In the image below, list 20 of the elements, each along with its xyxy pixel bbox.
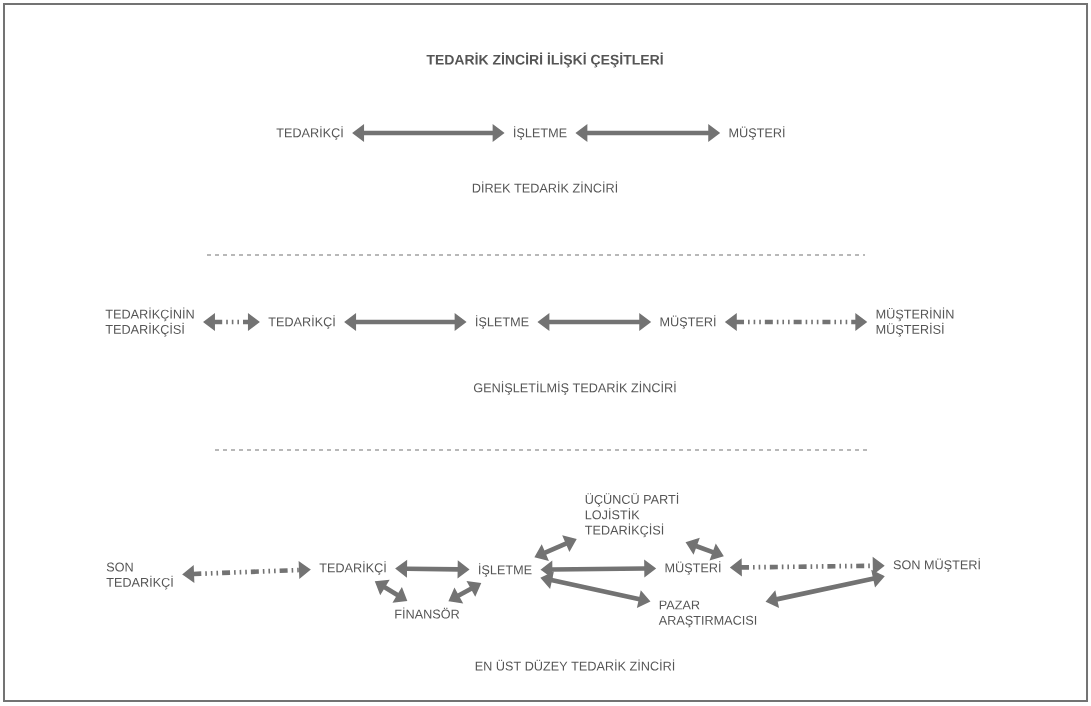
node-label: FİNANSÖR [395,607,460,619]
node-label: TEDARİKÇİ [276,126,343,140]
node-label: SON MÜŞTERİ [893,558,980,572]
node-label: İŞLETME [514,126,567,140]
node-label: TEDARİKÇİNİN TEDARİKÇİSİ [105,307,194,337]
section-caption: DİREK TEDARİK ZİNCİRİ [472,181,617,193]
node-label: MÜŞTERİ [660,315,716,329]
node-label: MÜŞTERİ [729,126,785,140]
section-caption: GENİŞLETİLMİŞ TEDARİK ZİNCİRİ [473,381,676,395]
section-caption: EN ÜST DÜZEY TEDARİK ZİNCİRİ [475,659,675,671]
node-label: İŞLETME [476,315,529,329]
title: TEDARİK ZİNCİRİ İLİŞKİ ÇEŞİTLERİ [426,52,663,68]
node-label: MÜŞTERİNİN MÜŞTERİSİ [876,307,954,337]
node-label: MÜŞTERİ [665,561,721,575]
node-label: TEDARİKÇİ [268,315,335,329]
node-label: PAZAR ARAŞTIRMACISI [658,600,757,628]
node-label: TEDARİKÇİ [319,561,386,575]
node-label: İŞLETME [479,563,532,577]
node-label: ÜÇÜNCÜ PARTİ LOJİSTİK TEDARİKÇİSİ [585,492,679,538]
node-label: SON TEDARİKÇİ [106,562,173,590]
